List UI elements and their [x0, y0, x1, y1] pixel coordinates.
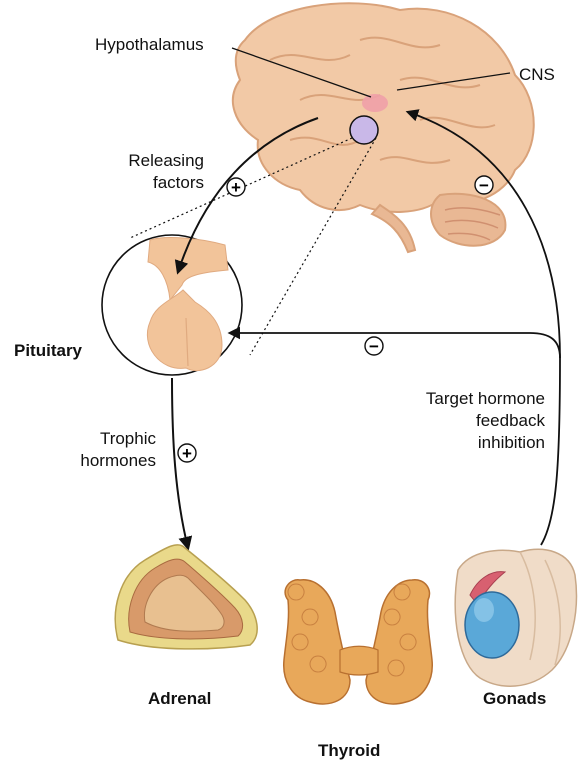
target-hormone-line2: feedback [390, 410, 545, 432]
cerebellum [431, 194, 505, 246]
gonads-illustration [455, 549, 576, 686]
pituitary-inset [102, 235, 242, 375]
trophic-hormones-arrow [172, 378, 188, 548]
testis-highlight [474, 598, 494, 622]
cns-feedback-sign-text: − [479, 176, 489, 195]
adrenal-illustration [115, 545, 257, 649]
releasing-factors-line1: Releasing [100, 150, 204, 172]
pituitary-location-marker [350, 116, 378, 144]
thyroid-right-lobe [366, 580, 432, 704]
trophic-hormones-label: Trophic hormones [60, 428, 156, 472]
target-hormone-line1: Target hormone [390, 388, 545, 410]
cns-feedback-sign: − [475, 176, 493, 195]
cns-label: CNS [519, 64, 555, 86]
thyroid-isthmus [340, 646, 378, 675]
pituitary-feedback-sign: − [365, 337, 383, 356]
adrenal-label: Adrenal [148, 688, 211, 710]
trophic-hormones-line2: hormones [60, 450, 156, 472]
gonads-label: Gonads [483, 688, 546, 710]
pituitary-feedback-sign-text: − [369, 337, 379, 356]
target-hormone-line3: inhibition [390, 432, 545, 454]
trophic-sign-text: + [182, 444, 192, 463]
thyroid-left-lobe [284, 580, 350, 704]
trophic-hormones-line1: Trophic [60, 428, 156, 450]
trophic-sign: + [178, 444, 196, 463]
brain-illustration [233, 3, 534, 252]
releasing-factors-label: Releasing factors [100, 150, 204, 194]
thyroid-illustration [284, 580, 433, 704]
releasing-sign: + [227, 178, 245, 197]
hypothalamus-region [362, 94, 388, 112]
releasing-sign-text: + [231, 178, 241, 197]
thyroid-label: Thyroid [318, 740, 380, 762]
pituitary-label: Pituitary [14, 340, 82, 362]
releasing-factors-line2: factors [100, 172, 204, 194]
testis [465, 592, 519, 658]
pituitary-feedback-arrow [230, 333, 560, 358]
target-hormone-feedback-label: Target hormone feedback inhibition [390, 388, 545, 454]
hypothalamus-label: Hypothalamus [95, 34, 204, 56]
